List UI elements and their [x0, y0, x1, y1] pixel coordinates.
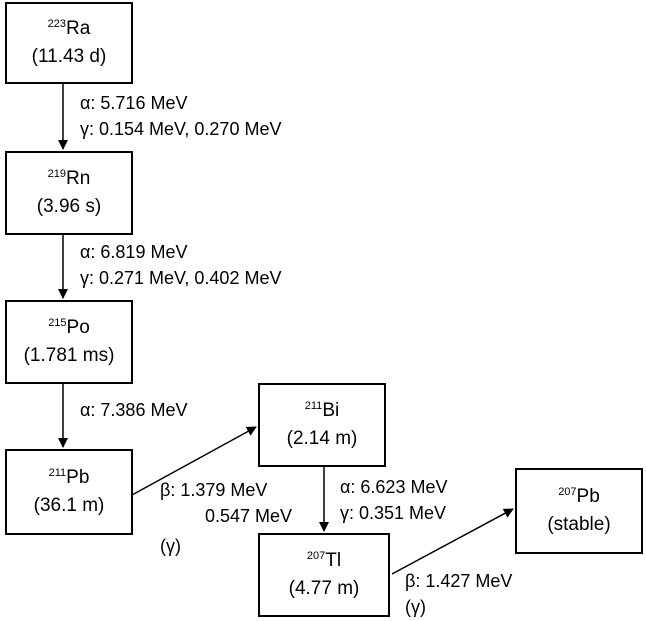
nuclide-bi211: 211Bi (2.14 m) — [258, 383, 386, 467]
decay-label-po-pb-alpha: α: 7.386 MeV — [80, 400, 188, 420]
arrow-pb-to-bi — [131, 426, 257, 496]
decay-label-ra-rn-alpha: α: 5.716 MeV — [80, 93, 188, 113]
nuclide-symbol: 219Rn — [47, 168, 91, 189]
nuclide-symbol: 211Pb — [48, 467, 90, 488]
nuclide-rn219: 219Rn (3.96 s) — [5, 151, 133, 235]
decay-label-tl-pb-gamma: (γ) — [405, 597, 426, 617]
nuclide-halflife: (11.43 d) — [31, 46, 107, 67]
arrow-tl-to-pb — [391, 508, 514, 575]
nuclide-halflife: (2.14 m) — [286, 428, 358, 449]
nuclide-symbol: 211Bi — [304, 400, 340, 421]
nuclide-halflife: (4.77 m) — [288, 578, 360, 599]
decay-label-bi-tl-gamma: γ: 0.351 MeV — [340, 503, 447, 523]
nuclide-halflife: (1.781 ms) — [23, 345, 115, 366]
decay-label-pb-bi-beta: β: 1.379 MeV — [160, 480, 268, 500]
nuclide-symbol: 207Pb — [558, 486, 600, 507]
nuclide-halflife: (3.96 s) — [36, 196, 102, 217]
decay-label-rn-po-alpha: α: 6.819 MeV — [80, 242, 188, 262]
decay-label-ra-rn-gamma: γ: 0.154 MeV, 0.270 MeV — [80, 119, 282, 139]
decay-label-bi-tl-alpha: α: 6.623 MeV — [340, 477, 448, 497]
nuclide-symbol: 215Po — [48, 317, 90, 338]
decay-label-rn-po-gamma: γ: 0.271 MeV, 0.402 MeV — [80, 268, 282, 288]
nuclide-ra223: 223Ra (11.43 d) — [5, 2, 133, 84]
nuclide-po215: 215Po (1.781 ms) — [5, 300, 133, 384]
decay-label-pb-bi-beta2: 0.547 MeV — [205, 506, 293, 526]
decay-label-pb-bi-gamma: (γ) — [160, 536, 181, 556]
nuclide-symbol: 207Tl — [306, 550, 342, 571]
nuclide-symbol: 223Ra — [47, 18, 91, 39]
nuclide-halflife: (36.1 m) — [33, 495, 105, 516]
decay-label-tl-pb-beta: β: 1.427 MeV — [405, 571, 513, 591]
nuclide-pb207: 207Pb (stable) — [515, 468, 643, 554]
nuclide-pb211: 211Pb (36.1 m) — [5, 449, 133, 535]
nuclide-halflife: (stable) — [547, 514, 611, 535]
nuclide-tl207: 207Tl (4.77 m) — [258, 533, 390, 617]
